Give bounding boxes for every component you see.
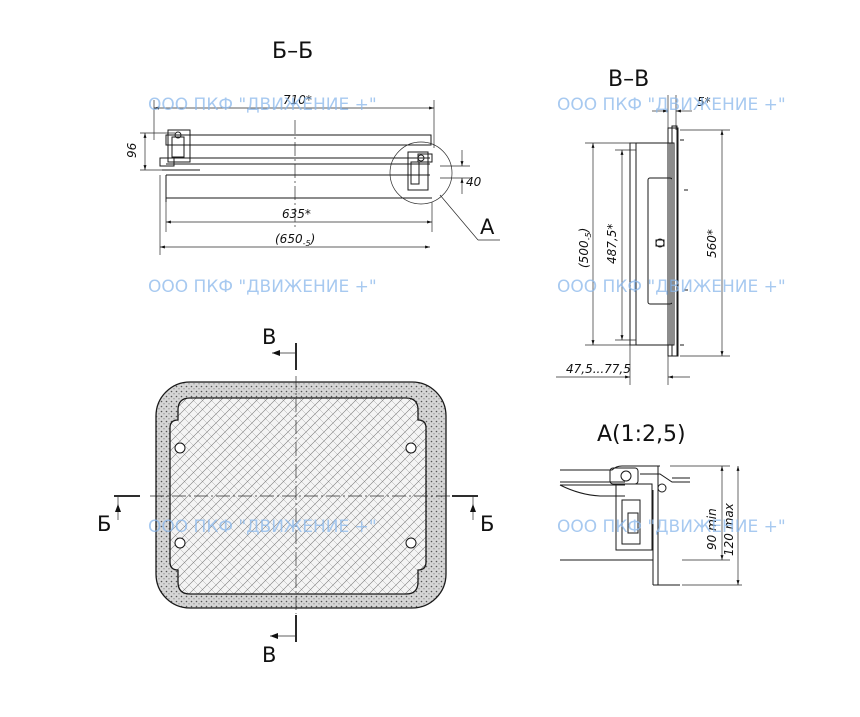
leader-line-a xyxy=(439,194,479,241)
dim-40-label: 40 xyxy=(466,175,482,189)
detail-a-view: А(1:2,5) 90 min 120 max xyxy=(559,422,742,586)
cut-b-left-label: Б xyxy=(97,512,111,536)
watermarks: ООО ПКФ "ДВИЖЕНИЕ +" ООО ПКФ "ДВИЖЕНИЕ +… xyxy=(148,95,786,537)
cut-v-top-label: В xyxy=(262,325,276,349)
watermark-text: ООО ПКФ "ДВИЖЕНИЕ +" xyxy=(148,517,377,537)
dim-500-label: (500-5) xyxy=(577,228,593,268)
detail-spring xyxy=(621,499,641,545)
detail-hinge-block xyxy=(609,467,639,485)
dim-96-label: 96 xyxy=(125,142,139,158)
detail-pin-icon xyxy=(620,470,632,482)
vv-lock-plate xyxy=(647,177,673,305)
cut-b-right-label: Б xyxy=(480,512,494,536)
detail-a-title: А(1:2,5) xyxy=(597,422,686,447)
bolt-hole-icon xyxy=(405,537,417,549)
watermark-text: ООО ПКФ "ДВИЖЕНИЕ +" xyxy=(557,95,786,115)
bolt-hole-icon xyxy=(174,442,186,454)
section-bb-title: Б–Б xyxy=(272,39,313,64)
section-bb-view: Б–Б 710* 96 xyxy=(125,39,500,255)
left-hinge xyxy=(159,129,200,171)
dim-5-label: 5* xyxy=(697,95,711,109)
bolt-hole-icon xyxy=(405,442,417,454)
watermark-text: ООО ПКФ "ДВИЖЕНИЕ +" xyxy=(148,95,377,115)
detail-a-circle xyxy=(389,141,453,205)
dim-bottom-label: 47,5...77,5 xyxy=(566,362,631,376)
cut-arrow-icon xyxy=(115,504,121,512)
cut-v-bottom-label: В xyxy=(262,643,276,667)
lid-plate xyxy=(165,134,432,146)
bolt-hole-icon xyxy=(174,537,186,549)
vv-key-slot xyxy=(655,239,665,247)
dim-560-label: 560* xyxy=(705,229,719,258)
detail-latch xyxy=(627,512,639,534)
detail-key xyxy=(640,473,690,483)
dim-635-label: 635* xyxy=(282,207,311,221)
watermark-text: ООО ПКФ "ДВИЖЕНИЕ +" xyxy=(148,277,377,297)
cut-arrow-icon xyxy=(270,633,278,639)
plan-lid xyxy=(169,397,427,595)
dim-710-label: 710* xyxy=(283,93,312,107)
callout-a-label: А xyxy=(480,215,495,239)
vv-inner xyxy=(635,142,671,346)
right-lock xyxy=(407,151,433,191)
cut-arrow-icon xyxy=(272,350,280,356)
section-vv-title: В–В xyxy=(608,67,649,92)
detail-screw-icon xyxy=(657,483,667,493)
dim-487-label: 487,5* xyxy=(605,224,619,264)
vv-body xyxy=(629,142,675,346)
dim-90-label: 90 min xyxy=(705,508,719,550)
detail-lid-line xyxy=(560,465,660,471)
dim-120-label: 120 max xyxy=(722,502,736,556)
dim-650-label: (650-5) xyxy=(275,232,315,248)
plan-view: В В Б Б xyxy=(97,325,494,667)
detail-curve xyxy=(559,484,625,497)
cut-arrow-icon xyxy=(470,504,476,512)
section-vv-view: В–В 5* (500-5) 487,5* 560* xyxy=(556,67,730,385)
watermark-text: ООО ПКФ "ДВИЖЕНИЕ +" xyxy=(557,277,786,297)
watermark-text: ООО ПКФ "ДВИЖЕНИЕ +" xyxy=(557,517,786,537)
